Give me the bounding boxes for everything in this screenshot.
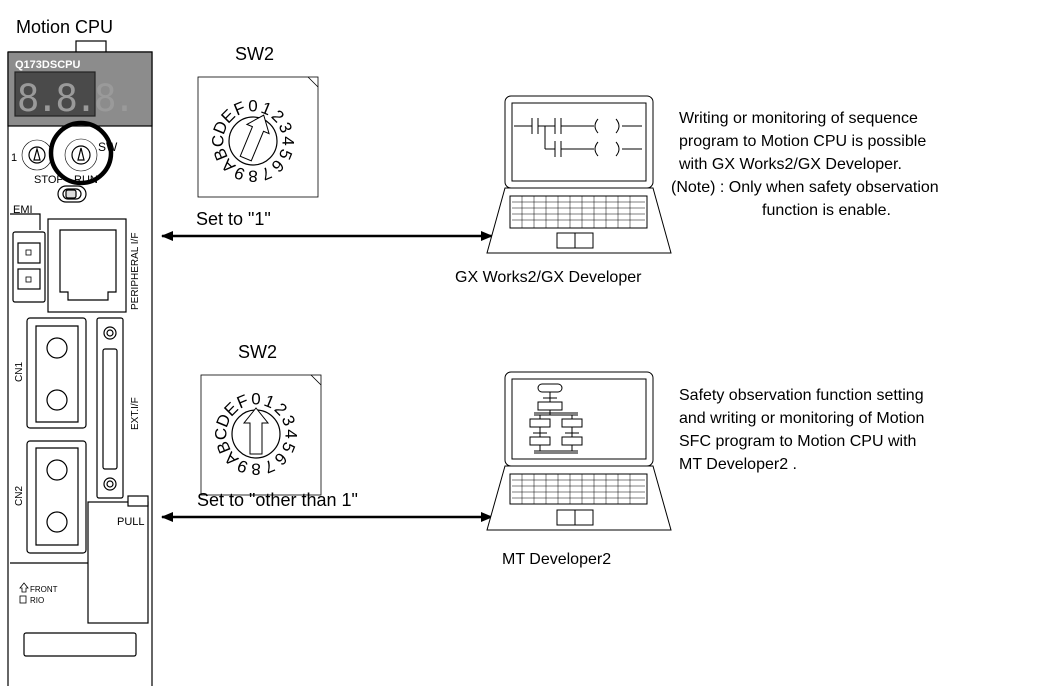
bottom-switch-label: SW2 <box>238 342 277 362</box>
top-desc-line-3: with GX Works2/GX Developer. <box>679 156 902 173</box>
bottom-dial-char: 4 <box>282 429 301 438</box>
bottom-laptop-icon <box>486 371 672 531</box>
bottom-desc-line-1: Safety observation function setting <box>679 387 924 404</box>
top-dial-char: 8 <box>248 167 257 186</box>
top-dial-char: C <box>209 135 228 147</box>
top-dial-char: 4 <box>279 136 298 145</box>
top-desc-line-1: Writing or monitoring of sequence <box>679 110 918 127</box>
bottom-desc-line-4: MT Developer2 . <box>679 456 797 473</box>
cn1-label: CN1 <box>14 362 25 382</box>
cn2-label: CN2 <box>14 486 25 506</box>
led-display: 8.8.8. <box>17 77 133 120</box>
bottom-dial-pointer-icon <box>242 407 270 455</box>
emi-label: EMI <box>13 204 33 216</box>
top-description: Writing or monitoring of sequence progra… <box>679 107 926 176</box>
motion-cpu-module <box>7 40 153 686</box>
bottom-dial-char: 0 <box>251 390 260 409</box>
top-desc-line-2: program to Motion CPU is possible <box>679 133 927 150</box>
run-label: RUN <box>74 174 98 186</box>
stop-label: STOP <box>34 174 64 186</box>
sw-label: SW <box>98 140 118 154</box>
bottom-dial-char: 8 <box>251 460 260 479</box>
peripheral-label: PERIPHERAL I/F <box>130 233 141 310</box>
bottom-dial-char: C <box>212 428 231 440</box>
sw-number-left: 1 <box>11 152 17 164</box>
rio-label: RIO <box>30 596 44 605</box>
top-software-label: GX Works2/GX Developer <box>455 269 642 286</box>
bottom-set-label: Set to "other than 1" <box>197 490 358 510</box>
bottom-description: Safety observation function setting and … <box>679 384 924 476</box>
top-dial-pointer-icon <box>239 114 270 162</box>
bottom-desc-line-2: and writing or monitoring of Motion <box>679 410 925 427</box>
bottom-software-label: MT Developer2 <box>502 551 611 568</box>
front-label: FRONT <box>30 585 58 594</box>
bottom-desc-line-3: SFC program to Motion CPU with <box>679 433 917 450</box>
top-note-line-2: function is enable. <box>762 202 891 219</box>
top-dial-char: 0 <box>248 97 257 116</box>
ext-if-label: EXT.I/F <box>130 397 141 430</box>
top-switch-label: SW2 <box>235 44 274 64</box>
module-model: Q173DSCPU <box>15 59 80 71</box>
top-set-label: Set to "1" <box>196 209 271 229</box>
module-title: Motion CPU <box>16 17 113 37</box>
pull-label: PULL <box>117 516 145 528</box>
top-laptop-icon <box>486 95 672 254</box>
top-note-line-1: (Note) : Only when safety observation <box>671 179 939 196</box>
